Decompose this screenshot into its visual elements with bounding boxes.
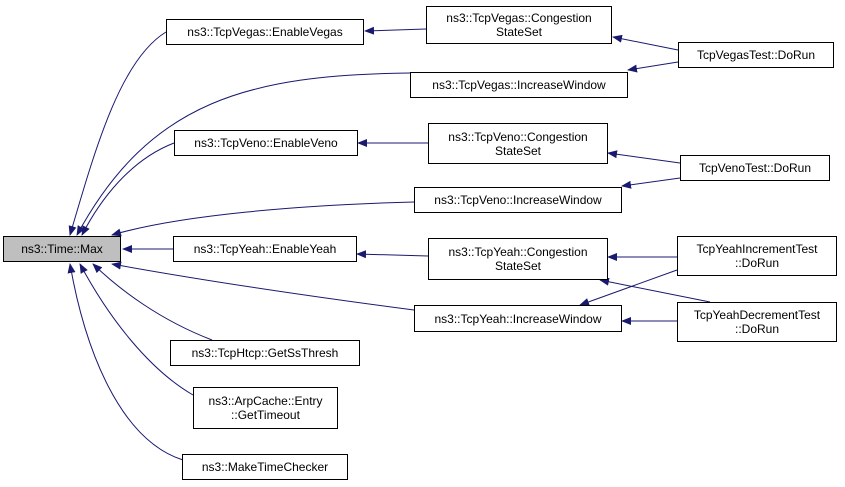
edge-yeah-increase-to-time-max	[111, 261, 415, 311]
node-veno-enable[interactable]: ns3::TcpVeno::EnableVeno	[174, 130, 358, 156]
node-make-checker-line1: ns3::MakeTimeChecker	[201, 460, 329, 474]
node-time-max-line1: ns3::Time::Max	[21, 242, 103, 256]
edge-veno-enable-to-time-max	[81, 142, 175, 236]
edge-vegas-test-to-vegas-increase	[627, 61, 679, 73]
node-yeah-increase-line1: ns3::TcpYeah::IncreaseWindow	[434, 311, 602, 326]
edge-arp-to-time-max	[79, 263, 194, 396]
edge-vegas-congestion-to-vegas-enable	[364, 26, 427, 35]
node-arp-line1: ns3::ArpCache::Entry	[208, 394, 323, 408]
node-veno-test-dorun[interactable]: TcpVenoTest::DoRun	[680, 155, 830, 181]
node-veno-increase-window[interactable]: ns3::TcpVeno::IncreaseWindow	[414, 187, 622, 213]
node-yeah-congestion-stateset[interactable]: ns3::TcpYeah::Congestion StateSet	[428, 238, 608, 280]
node-vegas-congestion-line1: ns3::TcpVegas::Congestion	[446, 11, 592, 25]
edge-yeah-dec-test-to-yeah-congestion	[599, 277, 711, 303]
node-yeah-enable[interactable]: ns3::TcpYeah::EnableYeah	[173, 236, 357, 262]
edge-vegas-test-to-vegas-congestion	[612, 34, 679, 51]
node-vegas-test-dorun[interactable]: TcpVegasTest::DoRun	[678, 42, 834, 68]
edge-vegas-increase-to-time-max	[76, 72, 411, 236]
node-vegas-test-line1: TcpVegasTest::DoRun	[696, 48, 816, 62]
node-htcp-get-ssthresh[interactable]: ns3::TcpHtcp::GetSsThresh	[170, 340, 360, 366]
node-yeah-inc-test-line1: TcpYeahIncrementTest	[696, 242, 818, 256]
node-vegas-congestion-line2: StateSet	[495, 25, 543, 39]
node-yeah-congestion-line2: StateSet	[494, 259, 542, 273]
node-make-time-checker[interactable]: ns3::MakeTimeChecker	[182, 454, 348, 480]
node-arp-line2: ::GetTimeout	[231, 408, 300, 422]
node-vegas-enable[interactable]: ns3::TcpVegas::EnableVegas	[166, 19, 364, 45]
edge-veno-test-to-veno-increase	[621, 177, 681, 189]
node-vegas-increase-window[interactable]: ns3::TcpVegas::IncreaseWindow	[410, 72, 628, 98]
edge-veno-increase-to-time-max	[111, 201, 415, 237]
node-yeah-enable-line1: ns3::TcpYeah::EnableYeah	[193, 242, 337, 256]
node-veno-congestion-stateset[interactable]: ns3::TcpVeno::Congestion StateSet	[428, 123, 608, 164]
node-veno-enable-line1: ns3::TcpVeno::EnableVeno	[194, 136, 338, 150]
node-time-max: ns3::Time::Max	[3, 236, 121, 262]
edge-htcp-to-time-max	[92, 263, 213, 341]
node-veno-increase-line1: ns3::TcpVeno::IncreaseWindow	[434, 193, 602, 207]
edge-make-checker-to-time-max	[67, 263, 184, 461]
node-yeah-dec-test-line2: ::DoRun	[734, 322, 780, 336]
node-yeah-increment-test-dorun[interactable]: TcpYeahIncrementTest ::DoRun	[677, 236, 837, 276]
edge-yeah-congestion-to-yeah-enable	[356, 250, 429, 259]
node-yeah-dec-test-line1: TcpYeahDecrementTest	[693, 308, 821, 322]
node-yeah-decrement-test-dorun[interactable]: TcpYeahDecrementTest ::DoRun	[677, 302, 837, 342]
edge-veno-test-to-veno-congestion	[607, 150, 681, 164]
edge-vegas-enable-to-time-max	[68, 31, 167, 236]
node-yeah-congestion-line1: ns3::TcpYeah::Congestion	[448, 245, 588, 259]
edge-yeah-inc-test-to-yeah-increase	[579, 269, 678, 306]
node-vegas-congestion-stateset[interactable]: ns3::TcpVegas::Congestion StateSet	[426, 6, 612, 44]
node-veno-congestion-line2: StateSet	[494, 143, 542, 158]
node-yeah-increase-window[interactable]: ns3::TcpYeah::IncreaseWindow	[414, 305, 622, 332]
node-htcp-line1: ns3::TcpHtcp::GetSsThresh	[191, 346, 339, 360]
node-vegas-enable-line1: ns3::TcpVegas::EnableVegas	[187, 25, 343, 39]
node-veno-congestion-line1: ns3::TcpVeno::Congestion	[448, 129, 588, 144]
node-arpcache-entry-get-timeout[interactable]: ns3::ArpCache::Entry ::GetTimeout	[193, 387, 338, 429]
node-vegas-increase-line1: ns3::TcpVegas::IncreaseWindow	[432, 78, 606, 92]
node-veno-test-line1: TcpVenoTest::DoRun	[698, 161, 812, 175]
node-yeah-inc-test-line2: ::DoRun	[734, 256, 780, 270]
